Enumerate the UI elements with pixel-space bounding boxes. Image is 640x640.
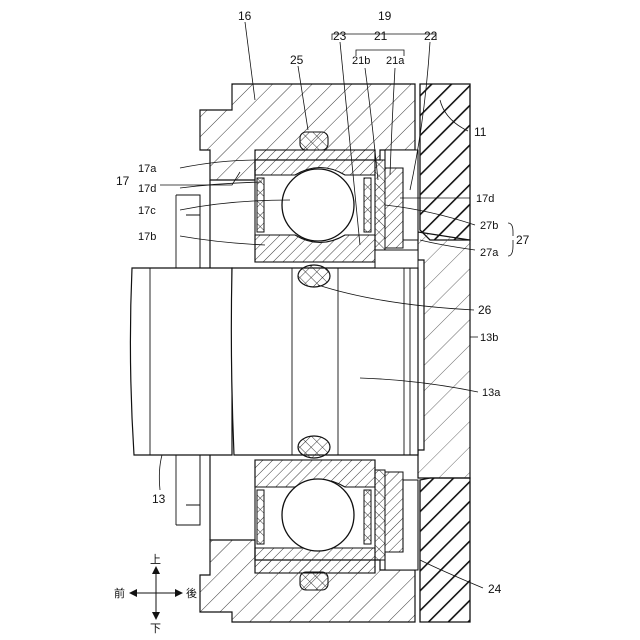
label-17c: 17c: [138, 205, 156, 217]
label-11: 11: [474, 125, 487, 139]
arrow-left-icon: [129, 589, 137, 597]
direction-back-label: 後: [186, 586, 197, 600]
label-26: 26: [478, 303, 492, 317]
label-17a: 17a: [138, 163, 157, 175]
plate-21b: [375, 160, 385, 250]
label-21a: 21a: [386, 55, 405, 67]
label-13b: 13b: [480, 332, 498, 344]
bearing-lower-outer-ring: [255, 548, 375, 573]
shaft-body-13a: [231, 268, 418, 455]
bearing-seal-17d-right: [364, 178, 371, 232]
arrow-up-icon: [152, 566, 160, 574]
seal-25-top: [300, 132, 328, 150]
label-17b: 17b: [138, 231, 156, 243]
direction-up-label: 上: [150, 553, 161, 566]
label-27b: 27b: [480, 220, 498, 232]
bracket-27: [375, 250, 418, 268]
label-22: 22: [424, 29, 438, 43]
label-17d-left: 17d: [138, 183, 156, 195]
direction-indicator: 上 下 前 後: [114, 553, 197, 635]
member-13b: [418, 232, 470, 478]
label-23: 23: [333, 29, 347, 43]
label-21b: 21b: [352, 55, 370, 67]
label-27: 27: [516, 233, 530, 247]
label-16: 16: [238, 9, 252, 23]
label-24: 24: [488, 582, 502, 596]
o-ring-26-bottom: [298, 436, 330, 458]
bearing-ball-17c: [282, 169, 354, 241]
label-17: 17: [116, 174, 130, 188]
plate-21a: [385, 168, 403, 248]
bearing-lower-seal-left: [257, 490, 264, 544]
arrow-right-icon: [175, 589, 183, 597]
bearing-seal-17d-left: [257, 178, 264, 232]
label-25: 25: [290, 53, 304, 67]
label-17d-right: 17d: [476, 193, 494, 205]
shaft-13: [130, 268, 232, 455]
label-27a: 27a: [480, 247, 499, 259]
label-19: 19: [378, 9, 392, 23]
bearing-lower-ball: [282, 479, 354, 551]
o-ring-26-top: [298, 265, 330, 287]
cover-11-lower: [420, 478, 470, 622]
plate-21b-lower: [375, 470, 385, 560]
plate-21a-lower: [385, 472, 403, 552]
label-13: 13: [152, 492, 166, 506]
seal-25-bottom: [300, 572, 328, 590]
label-21: 21: [374, 29, 388, 43]
direction-down-label: 下: [150, 622, 161, 635]
arrow-down-icon: [152, 612, 160, 620]
direction-front-label: 前: [114, 586, 125, 600]
bearing-lower-seal-right: [364, 490, 371, 544]
label-13a: 13a: [482, 387, 501, 399]
cover-11: [420, 84, 470, 240]
